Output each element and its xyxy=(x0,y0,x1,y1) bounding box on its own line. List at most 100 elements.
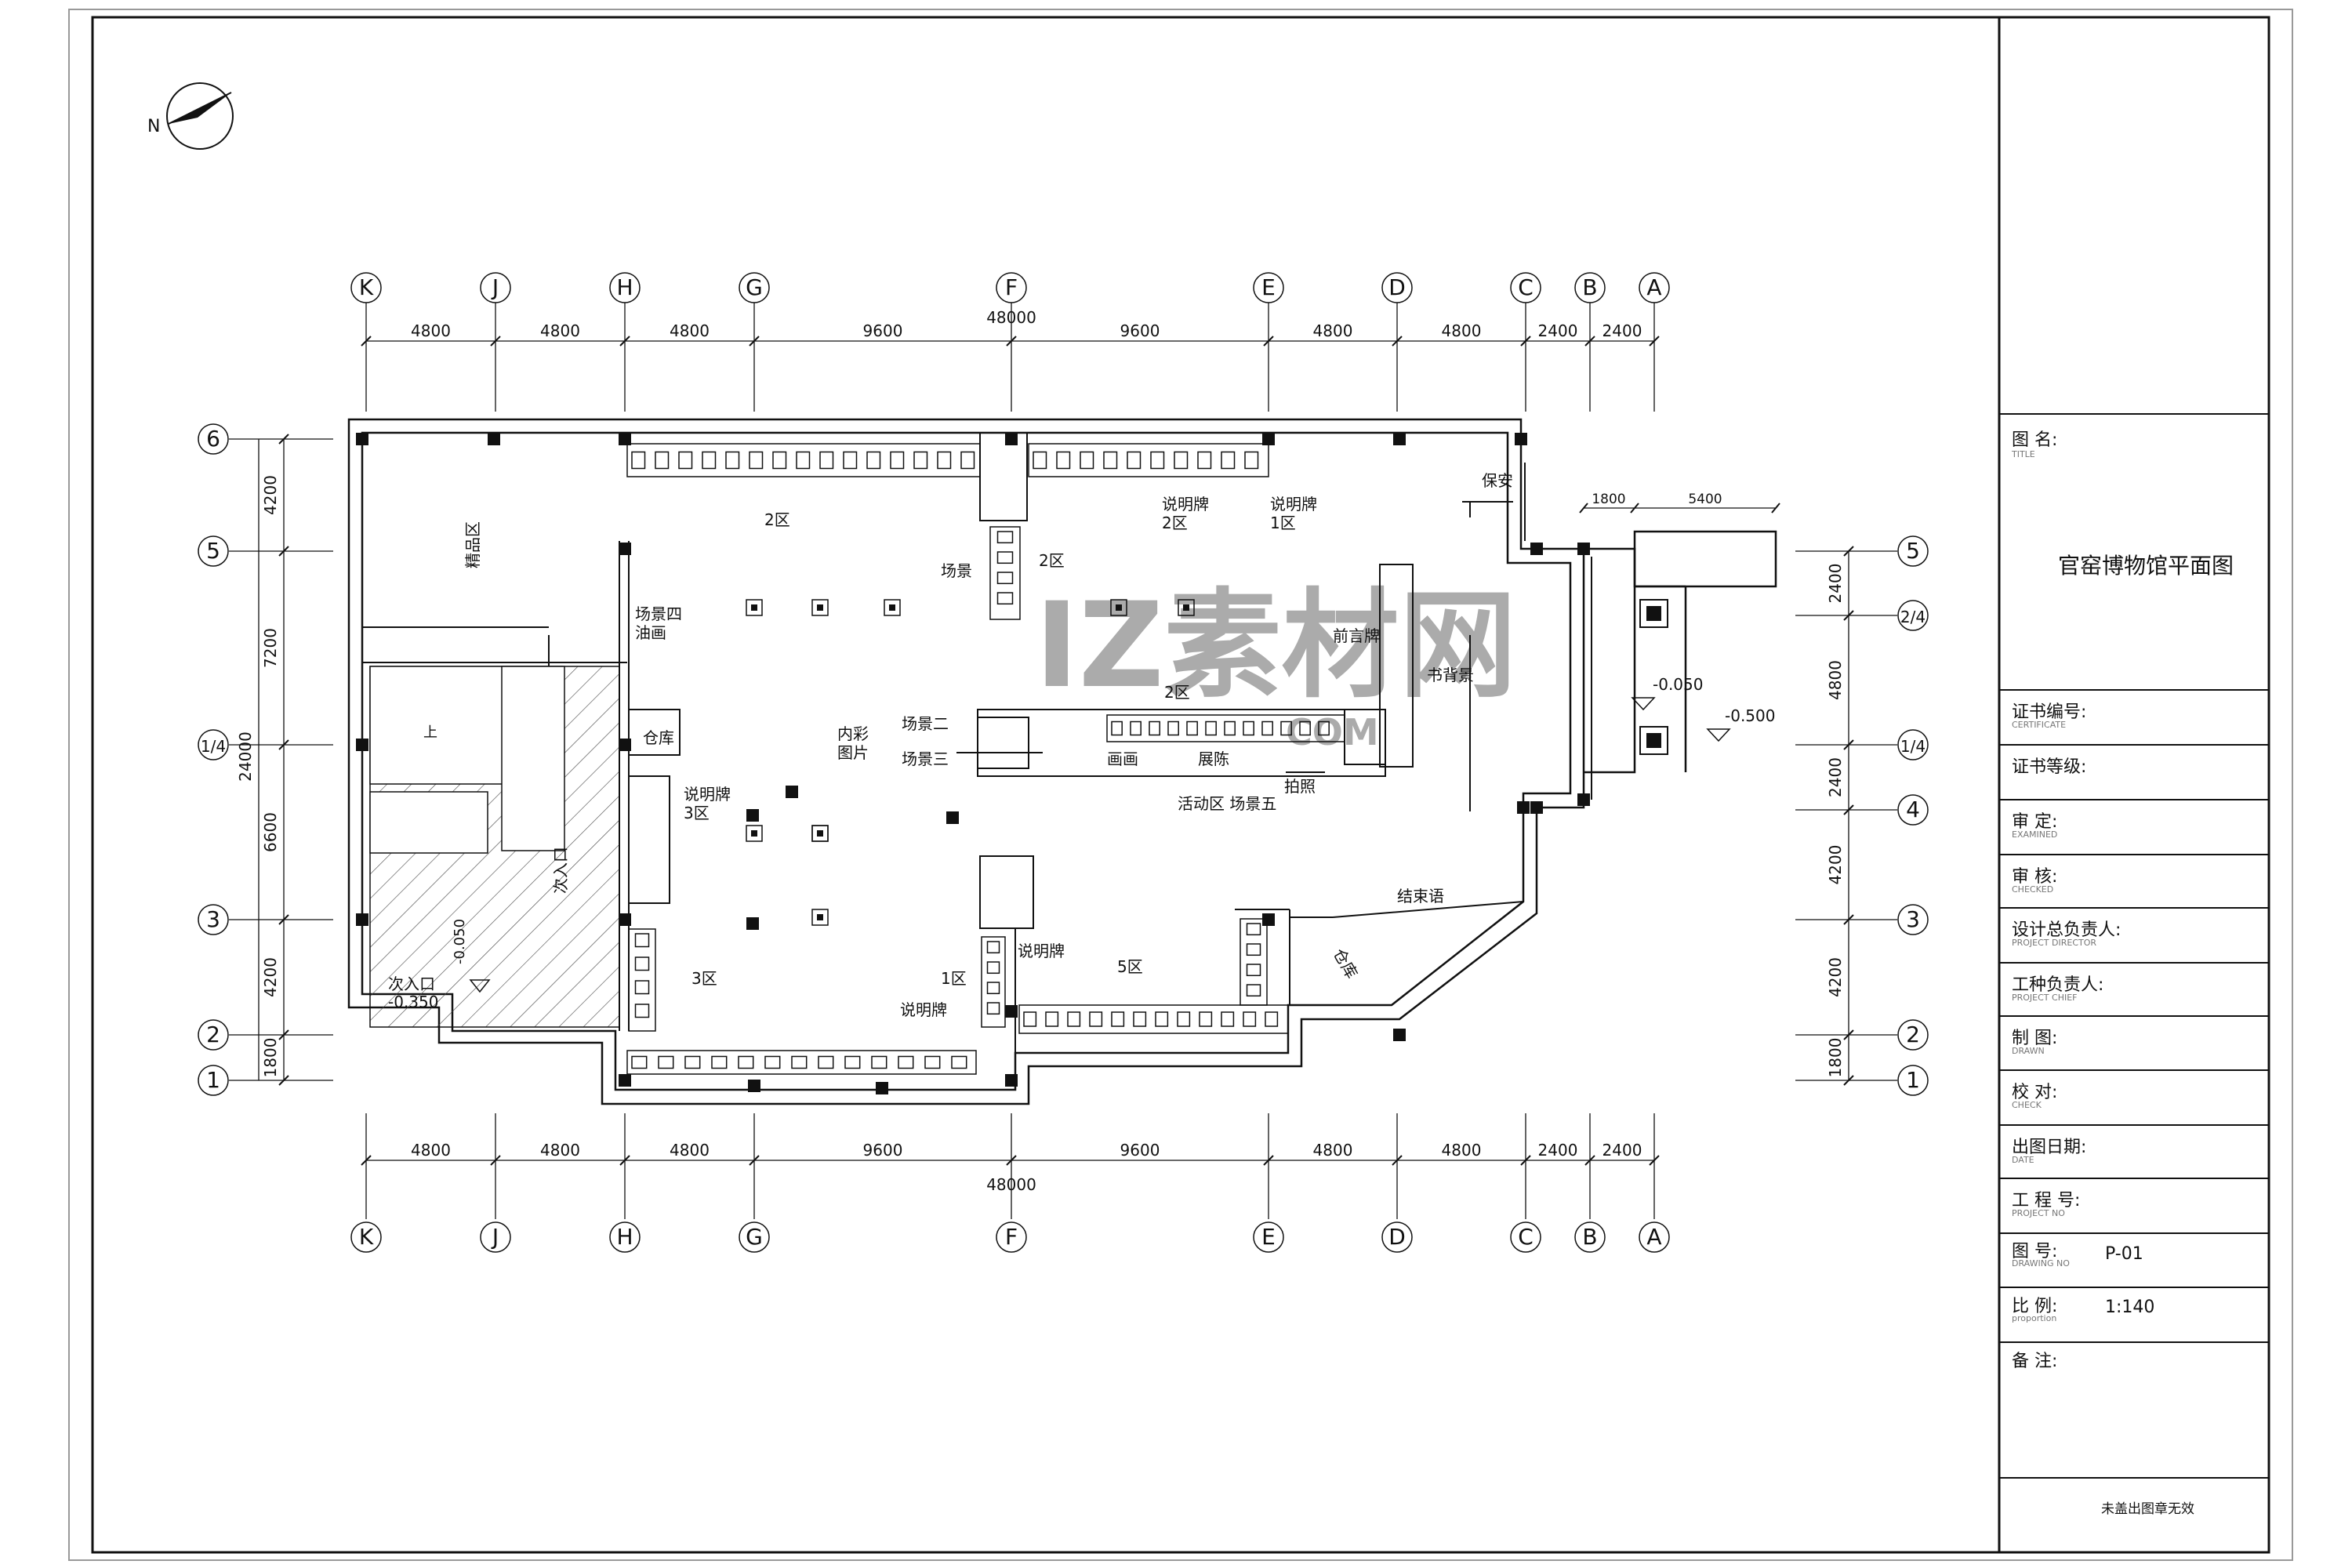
dim-x: 9600 xyxy=(1120,1141,1160,1160)
column xyxy=(619,739,631,751)
column xyxy=(786,786,798,798)
column xyxy=(1005,433,1018,445)
title-row-sub: DRAWN xyxy=(2012,1046,2045,1056)
label-qu2-top: 2区 xyxy=(764,510,790,529)
grid-col-label: G xyxy=(746,274,763,300)
scale-value: 1:140 xyxy=(2105,1298,2155,1317)
column xyxy=(946,811,959,824)
dim-y-right: 2400 xyxy=(1826,757,1845,797)
column xyxy=(748,1080,760,1092)
dim-x: 9600 xyxy=(863,1141,903,1160)
label-cangku2: 仓库 xyxy=(1330,946,1362,982)
column xyxy=(356,433,368,445)
stamp-note: 未盖出图章无效 xyxy=(2101,1501,2194,1517)
label-neicai: 内彩图片 xyxy=(837,724,869,762)
grid-col-label: F xyxy=(1005,274,1018,300)
title-row-label: 审 核: xyxy=(2012,867,2058,887)
grid-col-label: E xyxy=(1261,274,1276,300)
grid-col-label: J xyxy=(491,274,499,300)
column xyxy=(619,913,631,926)
column xyxy=(1530,543,1543,555)
label-elev-4: -0.500 xyxy=(1725,706,1775,725)
grid-col-label: B xyxy=(1582,1224,1597,1250)
pedestal xyxy=(811,909,829,926)
title-row-sub: PROJECT CHIEF xyxy=(2012,993,2078,1003)
column xyxy=(619,1074,631,1087)
grid-row-label: 6 xyxy=(206,426,220,452)
label-qu1: 1区 xyxy=(941,969,967,988)
dim-y-right: 4800 xyxy=(1826,660,1845,700)
drawing-title: 官窑博物馆平面图 xyxy=(2058,553,2234,579)
drawing-frame xyxy=(91,16,2270,1554)
grid-col-label: D xyxy=(1388,274,1406,300)
pedestal xyxy=(1110,599,1127,616)
column xyxy=(619,433,631,445)
dim-x: 4800 xyxy=(1442,321,1482,340)
column xyxy=(876,1082,888,1094)
title-row-label: 设计总负责人: xyxy=(2012,920,2122,940)
title-row-label: 工种负责人: xyxy=(2012,975,2104,995)
column xyxy=(1262,913,1275,926)
title-row-sub: CHECK xyxy=(2012,1100,2042,1110)
title-row-sub: CERTIFICATE xyxy=(2012,720,2067,730)
column xyxy=(356,739,368,751)
dim-y-right: 1800 xyxy=(1826,1038,1845,1078)
column xyxy=(746,917,759,930)
column xyxy=(1005,1005,1018,1018)
title-row-label: 制 图: xyxy=(2012,1029,2058,1048)
column xyxy=(619,543,631,555)
grid-row-label: 3 xyxy=(1906,906,1920,932)
sheet-no-sub: DRAWING NO xyxy=(2012,1258,2070,1269)
pedestal-core xyxy=(751,830,757,837)
scale-label: 比 例: xyxy=(2012,1297,2058,1316)
dim-x: 4800 xyxy=(1442,1141,1482,1160)
service-hatch-area xyxy=(369,666,620,1028)
pedestal xyxy=(746,825,763,842)
outer-border xyxy=(68,9,2293,1561)
dim-x: 2400 xyxy=(1602,1141,1642,1160)
grid-col-label: K xyxy=(359,274,374,300)
sheet-no-label: 图 号: xyxy=(2012,1242,2058,1261)
pedestal xyxy=(746,599,763,616)
grid-col-label: H xyxy=(616,274,633,300)
dim-entrance: 1800 xyxy=(1592,492,1625,507)
grid-col-label: A xyxy=(1646,1224,1661,1250)
grid-row-label: 2/4 xyxy=(1900,608,1926,626)
grid-col-label: J xyxy=(491,1224,499,1250)
column xyxy=(1517,801,1530,814)
title-row-label: 证书等级: xyxy=(2012,757,2087,777)
pedestal xyxy=(811,825,829,842)
title-row-label: 工 程 号: xyxy=(2012,1191,2081,1210)
grid-row-label: 1/4 xyxy=(201,737,226,756)
grid-row-label: 1/4 xyxy=(1900,737,1926,756)
north-arrow: N xyxy=(147,82,234,150)
grid-row-label: 2 xyxy=(206,1022,220,1047)
grid-row-label: 5 xyxy=(1906,538,1920,564)
dim-y-right: 2400 xyxy=(1826,564,1845,604)
dim-y-left: 7200 xyxy=(261,628,280,668)
dim-y-right: 4200 xyxy=(1826,845,1845,885)
grid-row-label: 4 xyxy=(1906,797,1920,822)
label-ciru-v: 次入口 xyxy=(551,847,570,894)
dim-total: 48000 xyxy=(986,308,1036,327)
watermark: IZ素材网 COM xyxy=(1035,578,1517,753)
label-changjing-er: 场景二 xyxy=(902,714,949,733)
label-qu3: 3区 xyxy=(691,969,717,988)
column xyxy=(1393,1029,1406,1041)
column xyxy=(1393,433,1406,445)
label-baoan: 保安 xyxy=(1482,471,1513,490)
dim-x: 4800 xyxy=(540,321,580,340)
pedestal-core xyxy=(817,604,823,611)
label-elev-3: -0.050 xyxy=(1653,675,1703,694)
dim-x: 2400 xyxy=(1538,1141,1578,1160)
curtain-wall xyxy=(1391,549,1592,1020)
label-ciru: 次入口 xyxy=(388,975,435,993)
label-shang: 上 xyxy=(423,724,437,741)
grid-col-label: C xyxy=(1518,1224,1534,1250)
grid-col-label: A xyxy=(1646,274,1661,300)
label-paizhao: 拍照 xyxy=(1284,777,1316,796)
